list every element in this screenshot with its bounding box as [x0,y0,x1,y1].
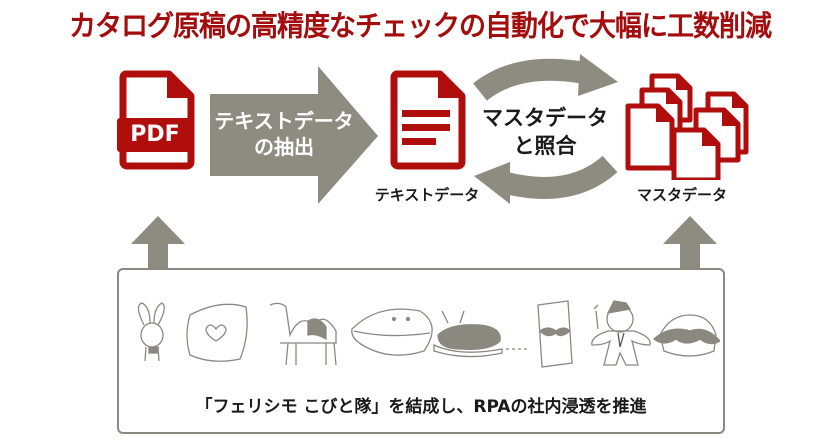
text-document-icon [388,70,468,170]
extract-arrow-label-line1: テキストデータ [214,109,354,133]
match-label-line1: マスタデータ [482,106,608,130]
extract-arrow: テキストデータ の抽出 [210,66,380,206]
up-arrow-right-icon [662,216,718,270]
pdf-label: PDF [130,122,180,147]
clam-shell-icon [351,308,433,356]
up-arrow-left-icon [130,216,186,270]
cycle-arrows-icon [470,52,620,210]
cake-icon [652,314,720,357]
heart-cookie-icon [186,303,248,362]
camel-icon [269,302,337,366]
gingerbread-man-icon [591,300,651,366]
pdf-file-icon: PDF [117,70,197,170]
text-data-label: テキストデータ [374,186,480,204]
page-title: カタログ原稿の高精度なチェックの自動化で大幅に工数削減 [69,10,772,43]
eclair-icon [433,310,530,358]
mustache-block-icon [537,300,573,368]
team-panel [117,268,725,434]
stacked-documents-icon [620,70,750,180]
team-caption: 「フェリシモ こびと隊」を結成し、RPAの社内浸透を推進 [195,397,647,417]
match-label-line2: と照合 [513,134,577,158]
rabbit-icon [137,302,165,362]
extract-arrow-label-line2: の抽出 [254,135,314,159]
characters-row [130,295,720,370]
master-data-label: マスタデータ [636,186,727,204]
